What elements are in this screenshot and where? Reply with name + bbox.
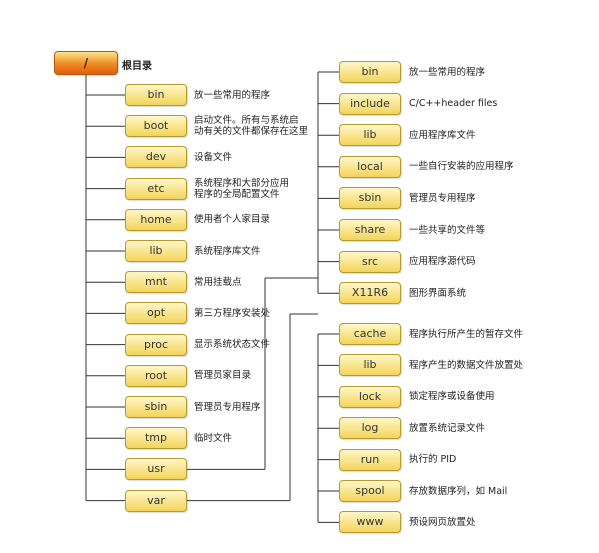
root_children-node-bin[interactable]: bin [125,84,187,106]
root_children-description-bin: 放一些常用的程序 [194,89,271,101]
var_children-node-lock[interactable]: lock [339,385,401,408]
root_children-description-tmp: 临时文件 [194,432,233,444]
usr_children-node-lib[interactable]: lib [339,124,401,147]
usr_children-description-lib: 应用程序库文件 [409,129,476,141]
root_children-description-etc: 系统程序和大部分应用 程序的全局配置文件 [194,177,290,200]
usr_children-description-bin: 放一些常用的程序 [409,66,486,78]
var_children-node-spool[interactable]: spool [339,480,401,502]
var_children-description-log: 放置系统记录文件 [409,422,486,434]
usr_children-node-src[interactable]: src [339,250,401,273]
root_children-node-lib[interactable]: lib [125,240,187,262]
root_children-node-var[interactable]: var [125,489,187,512]
var_children-description-spool: 存放数据序列，如 Mail [409,485,508,497]
root_children-node-tmp[interactable]: tmp [125,427,187,450]
usr_children-node-bin[interactable]: bin [339,61,401,83]
var_children-description-www: 预设网页放置处 [409,516,476,528]
root_children-description-dev: 设备文件 [194,151,233,163]
var_children-node-lib[interactable]: lib [339,354,401,377]
root_children-description-root: 管理员家目录 [194,370,252,382]
root_children-node-dev[interactable]: dev [125,146,187,169]
var_children-description-lib: 程序产生的数据文件放置处 [409,359,524,371]
var_children-description-run: 执行的 PID [409,454,457,466]
usr_children-node-include[interactable]: include [339,92,401,115]
var_children-node-log[interactable]: log [339,417,401,440]
root_children-node-usr[interactable]: usr [125,458,187,481]
root-directory-description: 根目录 [122,61,152,72]
var_children-node-www[interactable]: www [339,511,401,534]
usr_children-description-include: C/C++header files [409,98,498,110]
var_children-description-cache: 程序执行所产生的暂存文件 [409,328,524,340]
root_children-node-home[interactable]: home [125,208,187,231]
root_children-description-sbin: 管理员专用程序 [194,401,261,413]
root_children-description-proc: 显示系统状态文件 [194,339,271,351]
root_children-node-proc[interactable]: proc [125,333,187,356]
usr_children-node-sbin[interactable]: sbin [339,187,401,210]
usr_children-node-share[interactable]: share [339,219,401,241]
usr_children-node-x11r6[interactable]: X11R6 [339,282,401,305]
root_children-node-etc[interactable]: etc [125,177,187,200]
root_children-node-root[interactable]: root [125,364,187,387]
root_children-description-opt: 第三方程序安装处 [194,307,271,319]
root_children-description-home: 使用者个人家目录 [194,214,271,226]
root_children-description-boot: 启动文件。所有与系统启 动有关的文件都保存在这里 [194,115,309,138]
usr_children-description-share: 一些共享的文件等 [409,224,486,236]
var_children-node-run[interactable]: run [339,448,401,471]
root_children-node-boot[interactable]: boot [125,115,187,138]
var_children-description-lock: 锁定程序或设备使用 [409,391,495,403]
root-directory-node[interactable]: / [54,51,118,75]
usr_children-description-local: 一些自行安装的应用程序 [409,161,514,173]
usr_children-description-sbin: 管理员专用程序 [409,192,476,204]
var_children-node-cache[interactable]: cache [339,323,401,345]
root_children-node-mnt[interactable]: mnt [125,271,187,294]
root_children-node-sbin[interactable]: sbin [125,396,187,418]
usr_children-description-x11r6: 图形界面系统 [409,287,467,299]
usr_children-node-local[interactable]: local [339,155,401,178]
root_children-description-lib: 系统程序库文件 [194,245,261,257]
usr_children-description-src: 应用程序源代码 [409,256,476,268]
root_children-node-opt[interactable]: opt [125,302,187,325]
root_children-description-mnt: 常用挂载点 [194,276,242,288]
